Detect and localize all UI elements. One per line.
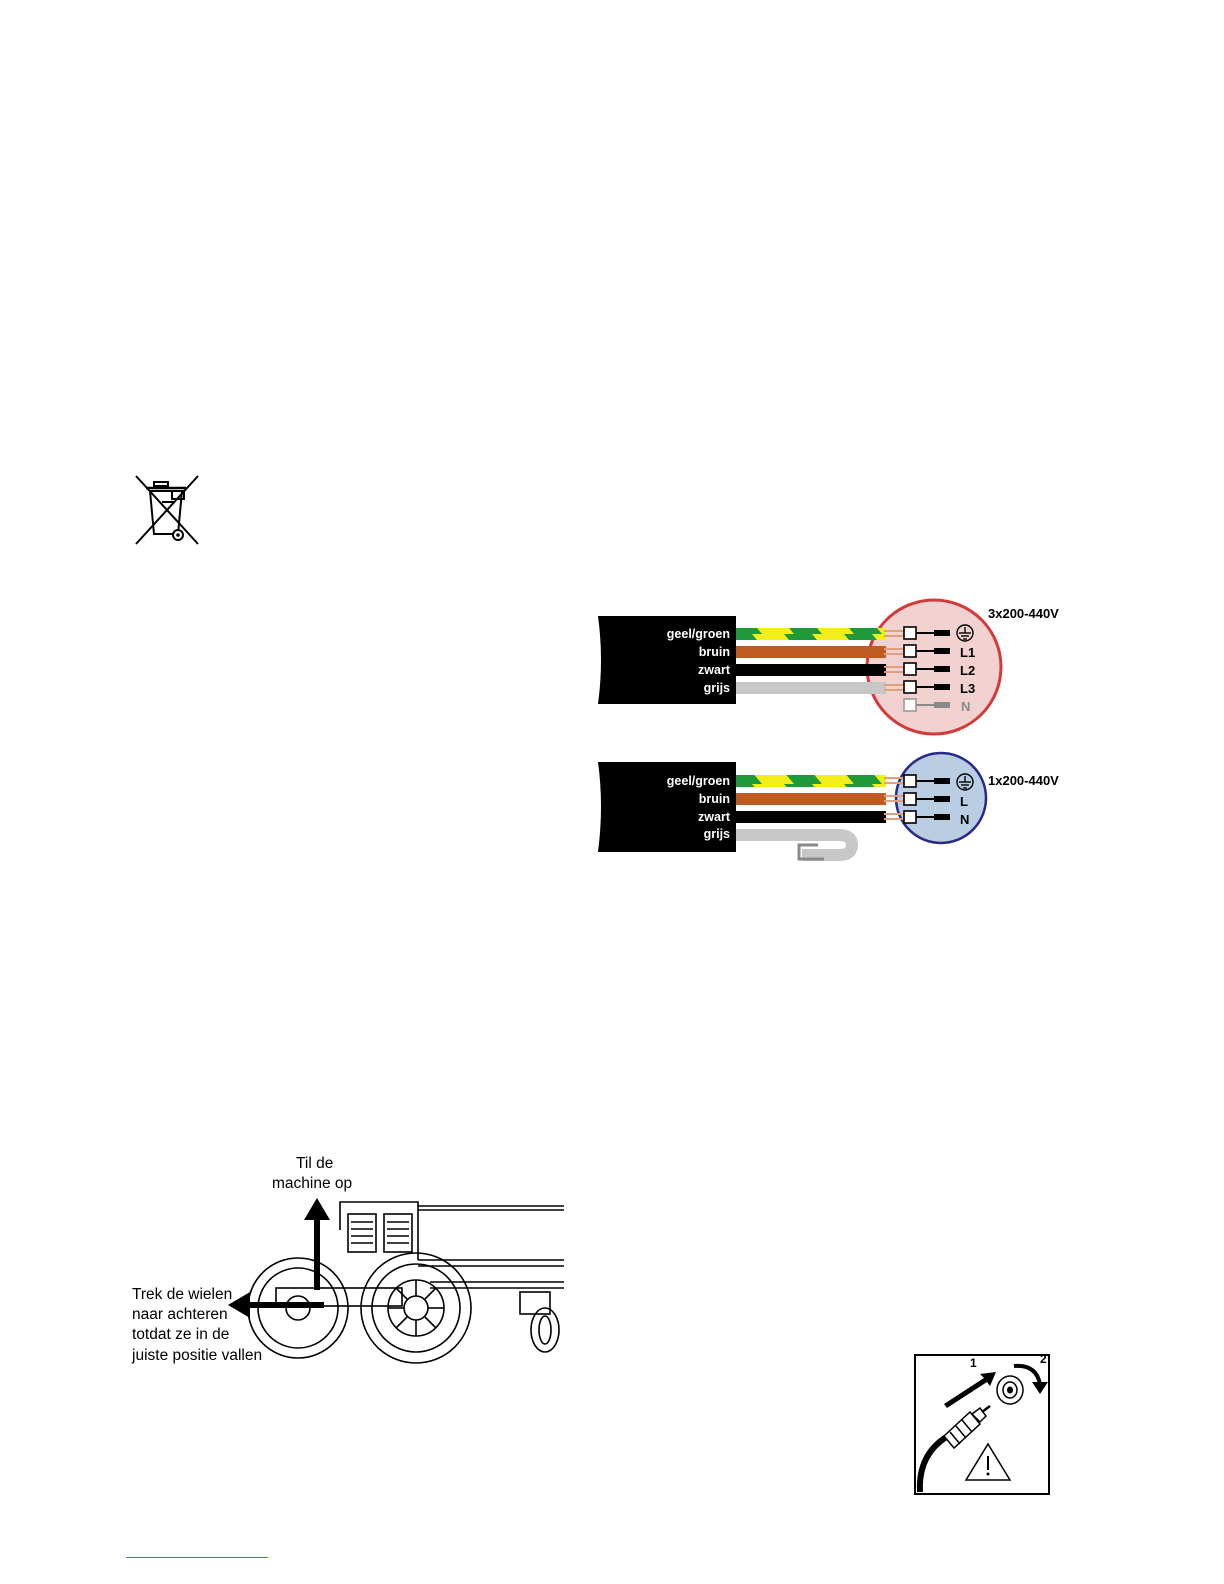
pull-instruction-line3: totdat ze in de xyxy=(132,1325,229,1345)
lift-instruction-line1: Til de xyxy=(296,1154,333,1174)
yellow-green-wire xyxy=(736,628,886,640)
lift-instruction-line2: machine op xyxy=(272,1174,352,1194)
terminal-label-l3: L3 xyxy=(960,682,975,696)
connector-plug-illustration xyxy=(914,1354,1050,1496)
ground-symbol-icon xyxy=(957,774,973,790)
terminal-label-l2: L2 xyxy=(960,664,975,678)
black-wire xyxy=(736,664,886,676)
wire-label-grey: grijs xyxy=(600,827,730,841)
voltage-label-1phase: 1x200-440V xyxy=(988,773,1059,788)
weee-bin-icon xyxy=(132,474,202,546)
wire-label-yellow-green: geel/groen xyxy=(600,774,730,788)
wire-label-brown: bruin xyxy=(600,645,730,659)
single-phase-connection-diagram xyxy=(594,748,1114,868)
black-wire xyxy=(736,811,886,823)
pull-instruction-line1: Trek de wielen xyxy=(132,1285,232,1305)
terminal-label-l1: L1 xyxy=(960,646,975,660)
brown-wire xyxy=(736,646,886,658)
wire-label-black: zwart xyxy=(600,663,730,677)
grey-wire xyxy=(736,682,886,694)
wheel-assembly-illustration xyxy=(240,1180,564,1370)
pull-back-arrow-icon xyxy=(228,1292,324,1318)
brown-wire xyxy=(736,793,886,805)
pull-instruction-line2: naar achteren xyxy=(132,1305,228,1325)
step-number-2: 2 xyxy=(1040,1352,1047,1366)
voltage-label-3phase: 3x200-440V xyxy=(988,606,1059,621)
ground-symbol-icon xyxy=(957,625,973,641)
terminal-label-l: L xyxy=(960,795,968,809)
terminal-label-n-unused: N xyxy=(961,700,970,714)
terminal-label-n: N xyxy=(960,813,969,827)
wire-label-brown: bruin xyxy=(600,792,730,806)
pull-instruction-line4: juiste positie vallen xyxy=(132,1346,262,1366)
wire-label-black: zwart xyxy=(600,810,730,824)
footer-rule xyxy=(126,1557,268,1558)
wire-label-yellow-green: geel/groen xyxy=(600,627,730,641)
yellow-green-wire xyxy=(736,775,886,787)
lift-arrow-icon xyxy=(304,1198,330,1290)
step-number-1: 1 xyxy=(970,1356,977,1370)
wire-label-grey: grijs xyxy=(600,681,730,695)
